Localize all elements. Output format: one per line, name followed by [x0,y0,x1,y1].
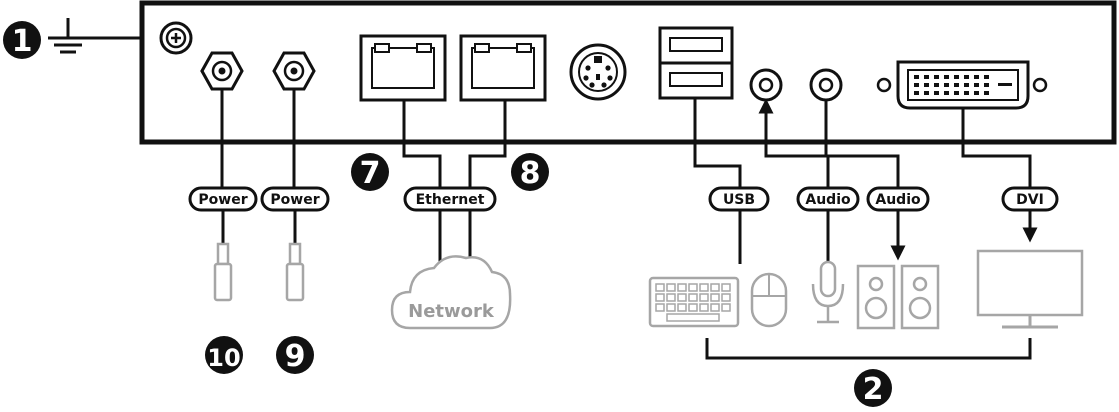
svg-text:7: 7 [360,156,381,191]
svg-text:9: 9 [285,339,306,374]
svg-text:10: 10 [207,344,240,372]
ground-screw-icon [159,21,193,55]
peripheral-bracket [705,338,1032,360]
ethernet-right-wire [468,100,507,190]
mouse-icon [750,272,788,328]
power-plug-right-icon [285,210,305,302]
svg-text:2: 2 [863,372,884,407]
usb-ports-icon [658,26,734,100]
speaker-left-icon [856,264,896,330]
audio-out-wire [824,100,900,190]
audio-out-jack-icon [809,68,843,102]
speaker-right-icon [900,264,940,330]
callout-power-left: 10 [205,336,243,374]
dvi-port-icon [876,60,1048,110]
power-port-left-icon [200,51,244,91]
ps2-port-icon [569,43,627,101]
dvi-label: DVI [1001,186,1059,212]
svg-text:Audio: Audio [875,192,921,208]
callout-power-right: 9 [276,336,314,374]
callout-number: 1 [12,24,33,59]
svg-text:Power: Power [270,192,319,208]
power-left-label: Power [188,186,258,212]
keyboard-icon [648,276,740,328]
callout-ethernet-left: 7 [351,153,389,191]
ethernet-port-left-icon [359,34,447,102]
ground-icon [48,18,88,54]
audio-in-wire [758,98,830,190]
callout-peripherals: 2 [854,369,892,407]
usb-wire [693,98,742,190]
svg-text:DVI: DVI [1016,192,1044,208]
ethernet-left-wire [402,100,442,190]
dvi-wire [961,108,1032,190]
ethernet-port-right-icon [459,34,547,102]
monitor-icon [976,249,1084,329]
svg-text:8: 8 [520,156,541,191]
network-label: Network [408,301,495,322]
audio-in-label: Audio [796,186,860,212]
audio-out-label: Audio [866,186,930,212]
svg-text:Power: Power [198,192,247,208]
svg-text:Audio: Audio [805,192,851,208]
power-port-right-icon [272,51,316,91]
network-cloud-icon: Network [390,255,512,330]
ethernet-label: Ethernet [403,186,497,212]
callout-ethernet-right: 8 [511,153,549,191]
svg-text:USB: USB [723,192,755,208]
svg-text:Ethernet: Ethernet [416,192,485,208]
microphone-icon [811,260,845,324]
ground-callout: 1 [3,21,41,59]
audio-in-jack-icon [749,68,783,102]
power-plug-left-icon [213,210,233,302]
usb-label: USB [708,186,770,212]
power-right-label: Power [260,186,330,212]
